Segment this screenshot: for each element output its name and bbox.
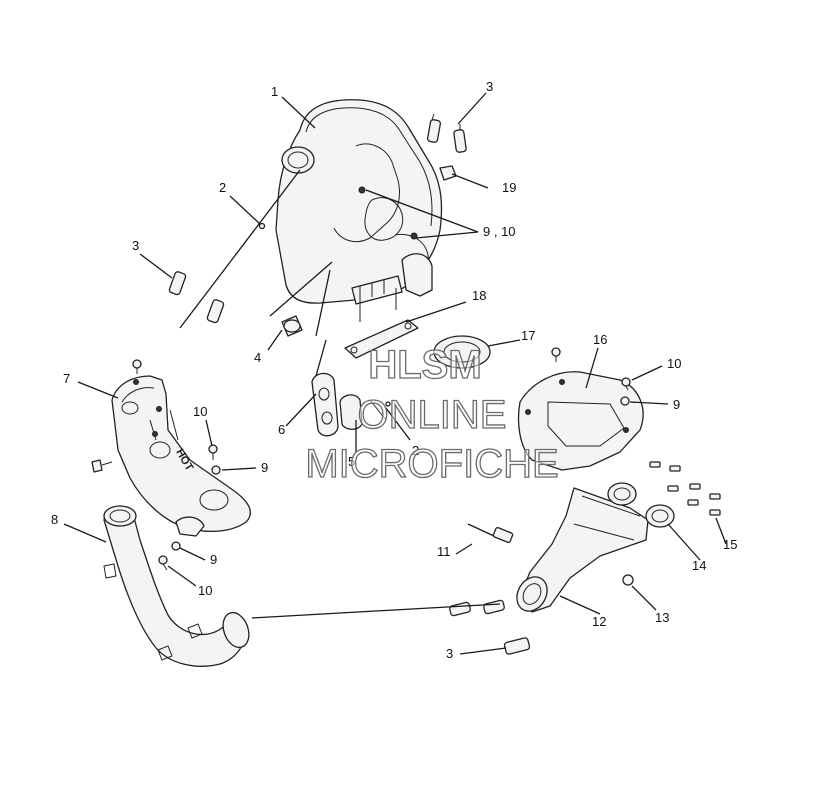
callout-15: 15 xyxy=(723,537,737,552)
callout-8: 8 xyxy=(51,512,58,527)
bolt-and-washer-parts xyxy=(91,222,631,571)
watermark-line-1: HLSM xyxy=(368,343,481,387)
spring-top xyxy=(426,113,467,153)
manifold-gaskets xyxy=(607,482,675,528)
spring-left xyxy=(168,271,225,324)
callout-1: 1 xyxy=(271,84,278,99)
exhaust-bracket xyxy=(311,372,339,437)
watermark-line-2: ONLINE xyxy=(358,393,507,437)
watermark-line-3: MICROFICHE xyxy=(305,442,558,486)
callout-2-top: 2 xyxy=(219,180,226,195)
callout-13: 13 xyxy=(655,610,669,625)
callout-12: 12 xyxy=(592,614,606,629)
callout-labels: 1 3 19 2 9 , 10 3 4 18 17 16 10 9 7 10 6… xyxy=(51,79,737,661)
callout-18: 18 xyxy=(472,288,486,303)
callout-3-left: 3 xyxy=(132,238,139,253)
nut xyxy=(622,574,634,586)
callout-10-mid: 10 xyxy=(193,404,207,419)
callout-14: 14 xyxy=(692,558,706,573)
callout-9-10: 9 , 10 xyxy=(483,224,516,239)
clip xyxy=(439,165,457,181)
callout-17: 17 xyxy=(521,328,535,343)
callout-6: 6 xyxy=(278,422,285,437)
callout-5: 5 xyxy=(348,454,355,469)
callout-9-mid: 9 xyxy=(261,460,268,475)
callout-9-right: 9 xyxy=(673,397,680,412)
callout-3-top: 3 xyxy=(486,79,493,94)
callout-2-mid: 2 xyxy=(412,443,419,458)
callout-7: 7 xyxy=(63,371,70,386)
callout-4: 4 xyxy=(254,350,261,365)
callout-10-low: 10 xyxy=(198,583,212,598)
manifold-heat-shield xyxy=(517,371,644,471)
spring-bottom-pair xyxy=(449,599,505,617)
callout-9-low: 9 xyxy=(210,552,217,567)
o2-sensor xyxy=(467,523,514,544)
leader-lines xyxy=(63,92,727,655)
rubber-mount xyxy=(281,315,303,337)
callout-16: 16 xyxy=(593,332,607,347)
callout-10-right: 10 xyxy=(667,356,681,371)
flange-gasket xyxy=(433,335,491,369)
watermark: HLSM ONLINE MICROFICHE xyxy=(305,342,560,486)
callout-19: 19 xyxy=(502,180,516,195)
muffler xyxy=(275,99,443,322)
callout-11: 11 xyxy=(437,544,451,559)
exhaust-manifold xyxy=(516,487,649,613)
studs xyxy=(649,461,721,516)
mount-plate xyxy=(344,319,419,359)
header-pipe xyxy=(103,505,250,667)
callout-3-bottom: 3 xyxy=(446,646,453,661)
spring-bottom xyxy=(503,637,531,655)
